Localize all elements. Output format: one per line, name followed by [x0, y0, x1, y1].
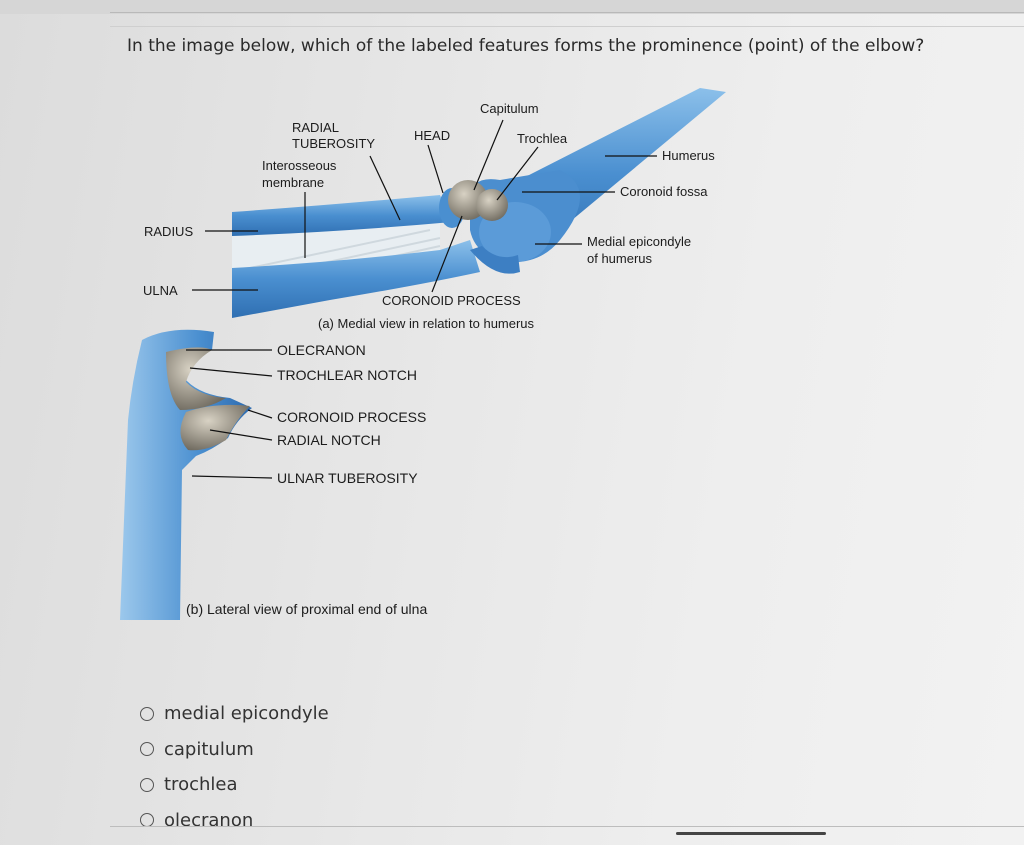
label-coronoid-process-a: CORONOID PROCESS	[382, 293, 521, 308]
option-capitulum[interactable]: capitulum	[140, 732, 329, 768]
ulna-bone	[232, 240, 520, 318]
radio-button[interactable]	[140, 777, 154, 792]
option-trochlea[interactable]: trochlea	[140, 767, 329, 803]
label-capitulum: Capitulum	[480, 101, 539, 116]
option-label: olecranon	[164, 809, 254, 831]
label-humerus: Humerus	[662, 148, 715, 163]
caption-panel-a: (a) Medial view in relation to humerus	[318, 316, 535, 331]
radio-button[interactable]	[140, 706, 154, 721]
label-trochlear-notch: TROCHLEAR NOTCH	[277, 367, 417, 383]
label-medial-epicondyle-line1: Medial epicondyle	[587, 234, 691, 249]
answer-options: medial epicondyle capitulum trochlea ole…	[140, 696, 329, 838]
panel-b-leader-lines	[186, 349, 273, 479]
panel-a-leader-lines	[192, 119, 657, 293]
top-strip	[0, 0, 1024, 14]
bottom-bar	[676, 832, 826, 835]
label-interosseous-line2: membrane	[262, 175, 324, 190]
radio-button[interactable]	[140, 742, 154, 757]
label-coronoid-fossa: Coronoid fossa	[620, 184, 708, 199]
label-trochlea: Trochlea	[517, 131, 568, 146]
label-radial-notch: RADIAL NOTCH	[277, 432, 381, 448]
caption-panel-b: (b) Lateral view of proximal end of ulna	[186, 601, 427, 617]
bottom-divider	[110, 826, 1024, 827]
label-radial-tuberosity-line1: RADIAL	[292, 120, 339, 135]
label-head: HEAD	[414, 128, 450, 143]
option-label: trochlea	[164, 774, 238, 796]
label-medial-epicondyle-line2: of humerus	[587, 251, 653, 266]
label-olecranon: OLECRANON	[277, 342, 366, 358]
ulna-lateral-bone	[120, 329, 252, 620]
label-coronoid-process-b: CORONOID PROCESS	[277, 409, 426, 425]
question-text: In the image below, which of the labeled…	[127, 36, 925, 56]
option-olecranon[interactable]: olecranon	[140, 803, 329, 839]
option-label: capitulum	[164, 738, 254, 760]
label-radial-tuberosity-line2: TUBEROSITY	[292, 136, 375, 151]
label-ulnar-tuberosity: ULNAR TUBEROSITY	[277, 470, 418, 486]
label-interosseous-line1: Interosseous	[262, 158, 337, 173]
top-divider	[110, 12, 1024, 13]
top-divider-secondary	[110, 26, 1024, 27]
label-radius: RADIUS	[144, 224, 193, 239]
option-label: medial epicondyle	[164, 703, 329, 725]
trochlear-notch-cartilage	[166, 347, 250, 451]
option-medial-epicondyle[interactable]: medial epicondyle	[140, 696, 329, 732]
label-ulna: ULNA	[143, 283, 178, 298]
